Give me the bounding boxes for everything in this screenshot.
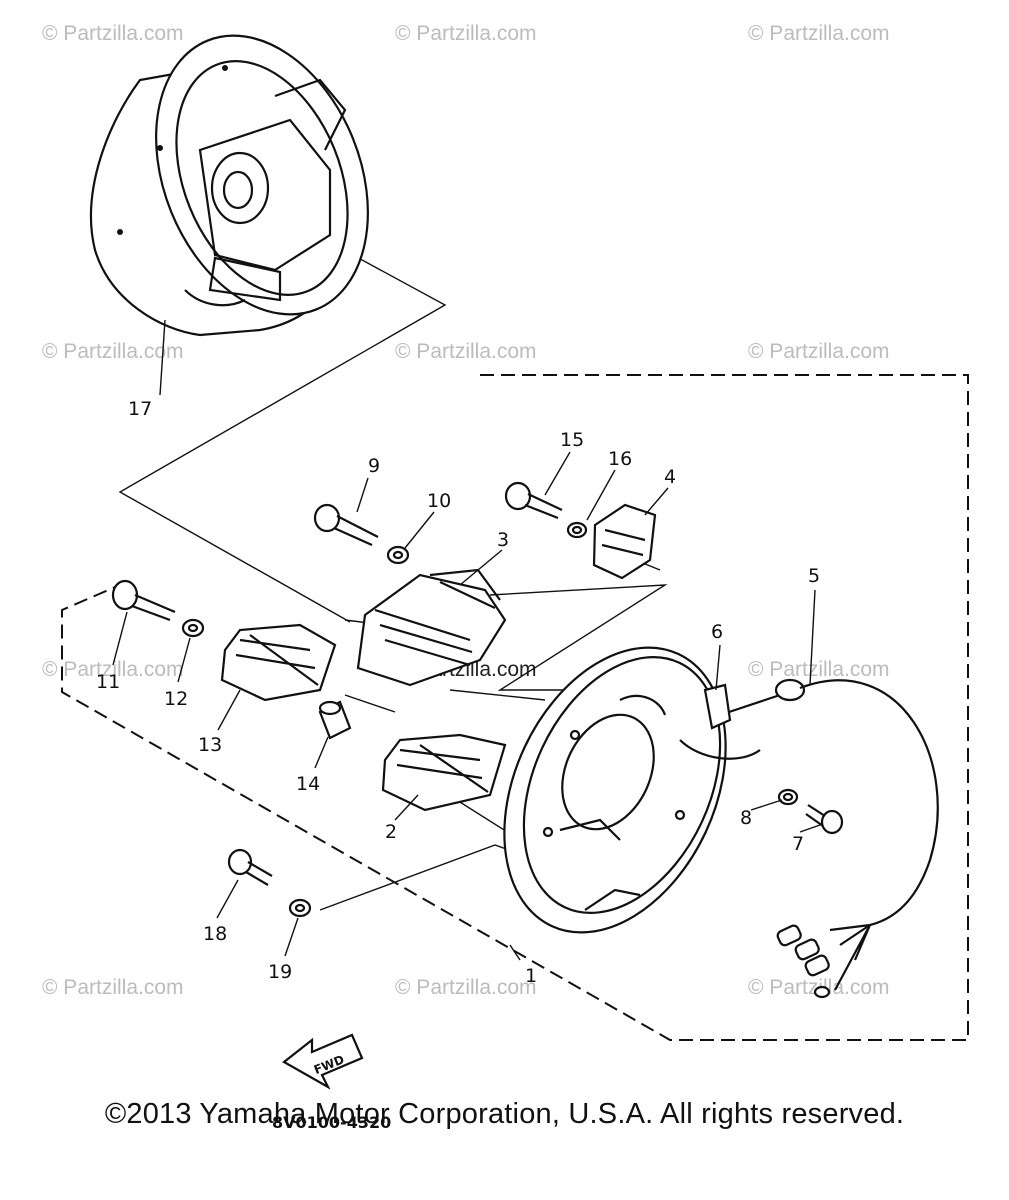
coil-3 [356,568,507,687]
diagram-part-number: 8V0100-4320 [272,1113,391,1132]
callout-5: 5 [808,565,820,587]
callout-1: 1 [525,965,537,987]
watermark: © Partzilla.com [395,976,537,999]
coil-13 [220,623,337,702]
callout-11: 11 [96,671,120,693]
callout-6: 6 [711,621,723,643]
watermark: © Partzilla.com [42,340,184,363]
callout-2: 2 [385,821,397,843]
watermark: © Partzilla.com [42,976,184,999]
assembly-boundary [61,374,969,1041]
watermark: © Partzilla.com [395,340,537,363]
callout-9: 9 [368,455,380,477]
callout-17: 17 [128,398,152,420]
collar-14 [318,700,352,740]
callout-13: 13 [198,734,222,756]
callout-4: 4 [664,466,676,488]
fasteners [111,481,844,918]
coil-4 [592,503,657,580]
callout-7: 7 [792,833,804,855]
watermark: © Partzilla.com [748,22,890,45]
flywheel-rotor [90,34,369,337]
callout-12: 12 [164,688,188,710]
callout-16: 16 [608,448,632,470]
callout-leaders [112,319,821,961]
watermark: © Partzilla.com [42,658,184,681]
watermark: © Partzilla.com [42,22,184,45]
callout-14: 14 [296,773,320,795]
callout-8: 8 [740,807,752,829]
watermark: © Partzilla.com [748,658,890,681]
clamp-6 [679,683,761,760]
watermark: © Partzilla.com [395,22,537,45]
lead-wire-5 [719,678,939,999]
callout-10: 10 [427,490,451,512]
callout-19: 19 [268,961,292,983]
coil-2 [381,733,507,812]
copyright-notice: ©2013 Yamaha Motor Corporation, U.S.A. A… [104,1098,905,1130]
forward-arrow: FWD [282,1033,364,1090]
stator-base-plate [503,646,727,934]
callout-15: 15 [560,429,584,451]
callout-3: 3 [497,529,509,551]
callouts: 17 9 10 15 16 4 3 5 6 11 12 13 14 2 8 7 … [96,398,820,987]
watermark: © Partzilla.com [748,340,890,363]
callout-18: 18 [203,923,227,945]
